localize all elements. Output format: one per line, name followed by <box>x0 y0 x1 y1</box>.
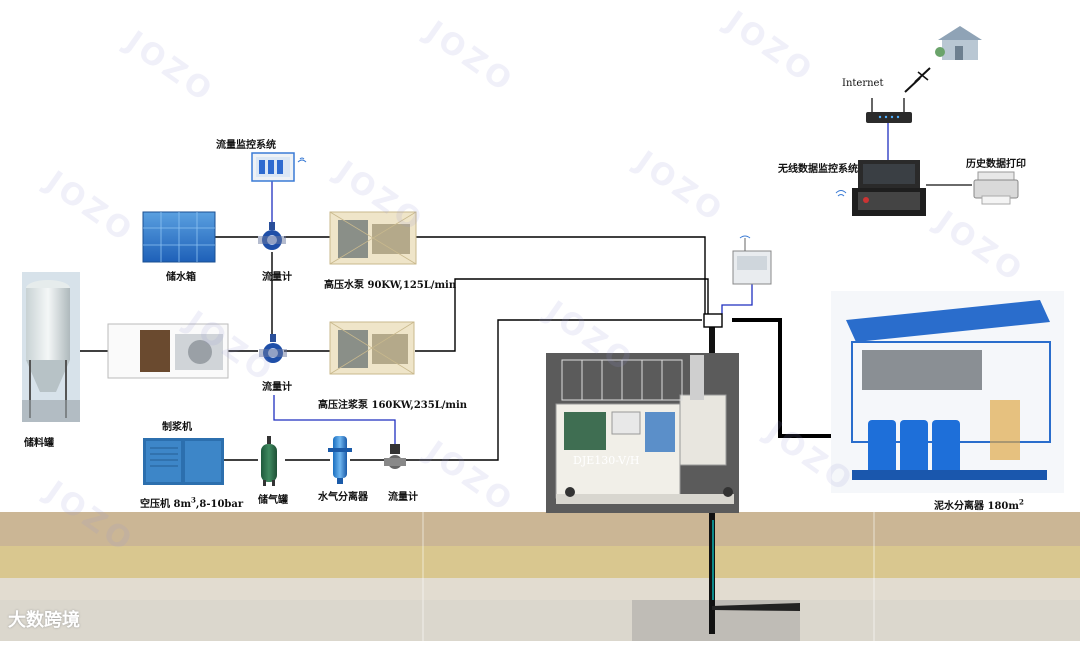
flowmeter-3-icon <box>384 444 406 469</box>
air-tank <box>261 436 277 486</box>
flow-monitor-system-label: 流量监控系统 <box>216 140 276 151</box>
printer-icon <box>973 171 1019 205</box>
air-tank-label: 储气罐 <box>258 495 288 506</box>
flowmeter-3-label: 流量计 <box>388 492 418 503</box>
water-gas-separator <box>328 436 352 484</box>
high-pressure-water-pump <box>329 211 417 265</box>
air-compressor-label: 空压机 8m3,8-10bar <box>140 495 244 510</box>
flow-monitor-screen <box>251 152 307 182</box>
water-gas-separator-label: 水气分离器 <box>318 492 368 503</box>
storage-silo <box>22 272 80 422</box>
brand-watermark: 大数跨境 <box>8 610 80 631</box>
flowmeter-1-icon <box>258 222 286 250</box>
flowmeter-2-label: 流量计 <box>262 382 292 393</box>
air-compressor <box>143 438 224 485</box>
internet-label: Internet <box>842 78 884 89</box>
mud-separator <box>831 291 1064 493</box>
wireless-monitor-case <box>835 160 926 216</box>
slurry-maker-label: 制浆机 <box>162 422 192 433</box>
house-icon <box>935 26 982 60</box>
ground <box>0 512 1080 641</box>
sensor-transmitter <box>732 235 772 285</box>
mud-separator-label: 泥水分离器 180m2 <box>934 497 1024 512</box>
flowmeter-1-label: 流量计 <box>262 272 292 283</box>
wireless-bolt-icon <box>904 67 931 93</box>
drill-rig-model-label: DJE130-V/H <box>573 454 640 467</box>
slurry-maker <box>107 323 229 379</box>
pipes <box>80 236 709 461</box>
high-pressure-grout-pump-label: 高压注浆泵 160KW,235L/min <box>318 400 468 411</box>
high-pressure-water-pump-label: 高压水泵 90KW,125L/min <box>324 280 457 291</box>
history-print-label: 历史数据打印 <box>966 159 1026 170</box>
storage-silo-label: 储料罐 <box>24 438 54 449</box>
pipe-junction <box>703 313 723 328</box>
water-tank <box>142 211 216 263</box>
drill-rig <box>546 353 739 513</box>
water-tank-label: 储水箱 <box>166 272 196 283</box>
high-pressure-grout-pump <box>329 321 415 375</box>
wireless-monitor-label: 无线数据监控系统 <box>778 164 858 175</box>
signal-lines <box>271 123 889 448</box>
router-icon <box>866 98 912 123</box>
flowmeter-2-icon <box>259 334 287 363</box>
